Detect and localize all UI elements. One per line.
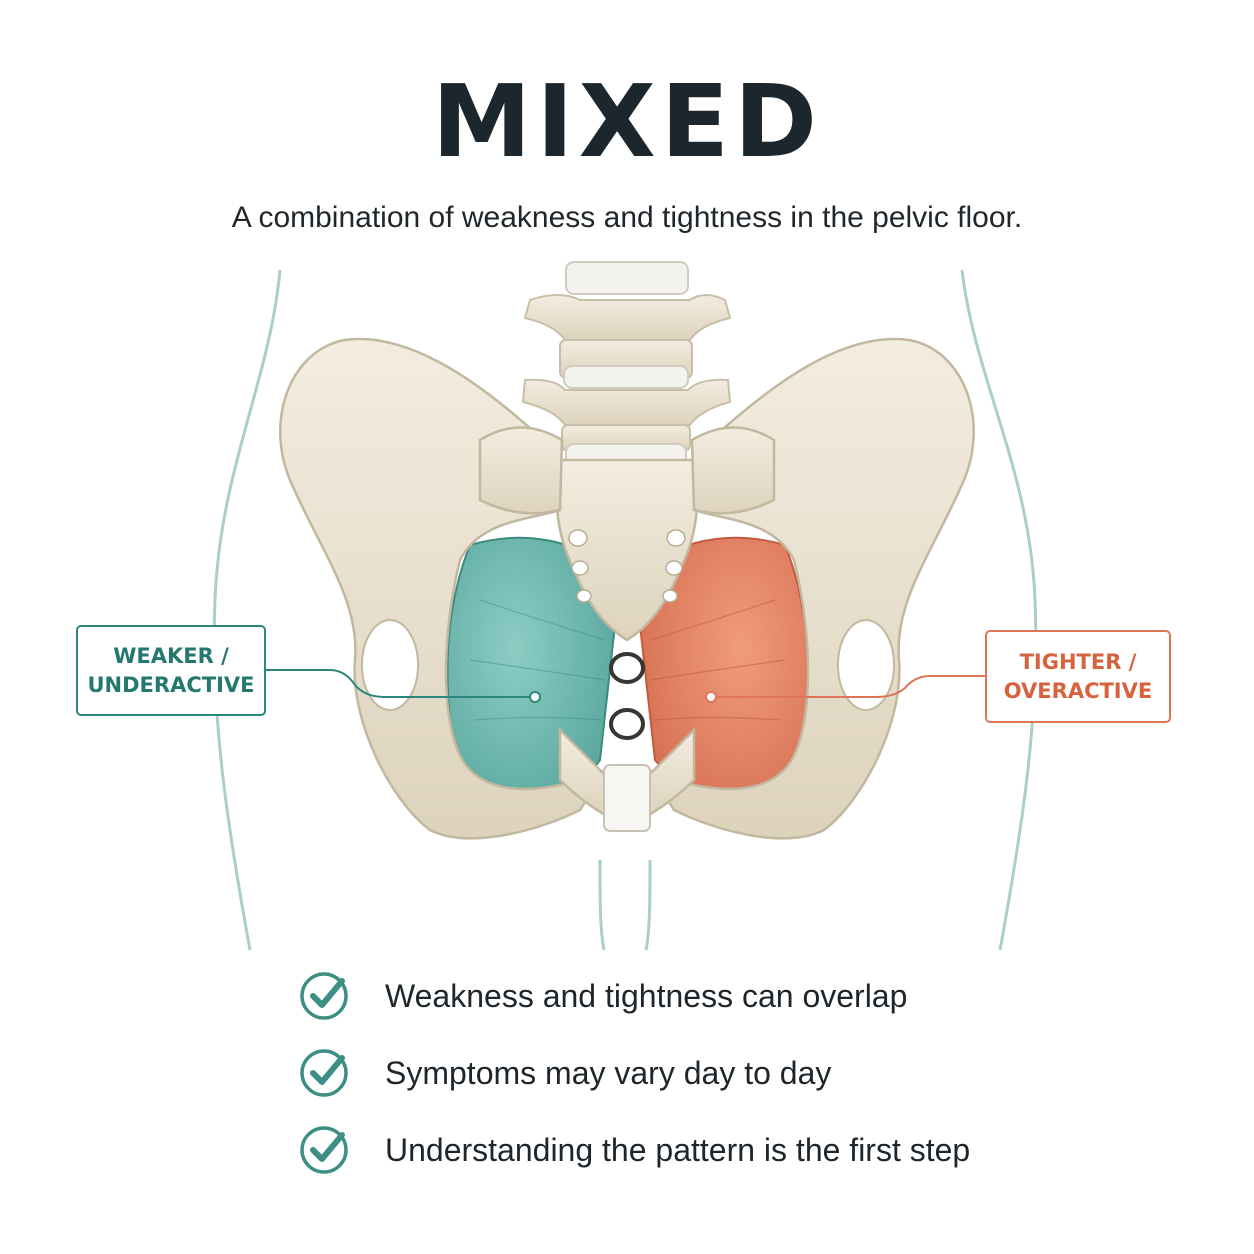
obturator-foramen (361, 619, 895, 711)
pelvic-bones (279, 337, 975, 840)
right-marker-dot (705, 691, 717, 703)
pubic-symphysis (603, 764, 651, 832)
list-item-text: Weakness and tightness can overlap (385, 977, 908, 1014)
page-subtitle: A combination of weakness and tightness … (231, 201, 1023, 234)
list-item-text: Understanding the pattern is the first s… (385, 1131, 971, 1168)
list-item-text: Symptoms may vary day to day (385, 1054, 832, 1091)
list-item: Weakness and tightness can overlap (298, 958, 970, 1034)
callout-right-line1: TIGHTER / (1019, 649, 1137, 674)
midline-openings (609, 652, 645, 740)
callout-leader-lines (266, 669, 985, 698)
left-marker-dot (529, 691, 541, 703)
page-title: MIXED (431, 63, 823, 180)
tighter-overactive-callout: TIGHTER / OVERACTIVE (985, 630, 1171, 723)
checkmark-circle-icon (300, 972, 348, 1020)
list-item: Understanding the pattern is the first s… (298, 1112, 970, 1188)
callout-right-line2: OVERACTIVE (1003, 678, 1153, 703)
callout-left-line1: WEAKER / (113, 643, 229, 668)
list-item: Symptoms may vary day to day (298, 1035, 970, 1111)
checkmark-circle-icon (300, 1126, 348, 1174)
muscle-fiber-lines (469, 599, 786, 721)
checkmark-circle-icon (300, 1049, 348, 1097)
key-points-list: Weakness and tightness can overlap Sympt… (298, 958, 970, 1189)
sacral-foramina (568, 529, 686, 603)
callout-left-line2: UNDERACTIVE (87, 672, 255, 697)
weaker-underactive-callout: WEAKER / UNDERACTIVE (76, 625, 266, 716)
body-silhouette (212, 269, 1038, 951)
